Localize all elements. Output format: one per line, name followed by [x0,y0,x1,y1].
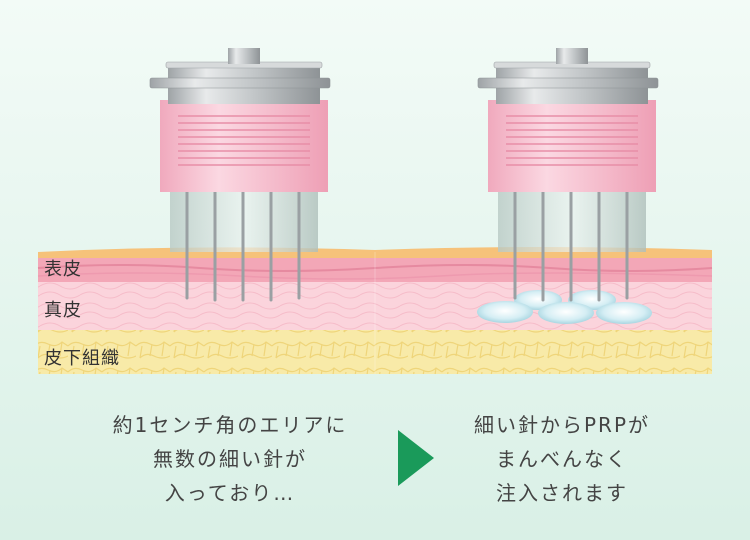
caption-left: 約1センチ角のエリアに 無数の細い針が 入っており… [80,408,380,510]
caption-left-line: 無数の細い針が [153,447,307,471]
caption-right-line: 細い針からPRPが [473,413,651,437]
play-arrow-icon [398,430,434,486]
subcutaneous-layer [38,330,712,374]
needle-cartridge-icon [477,48,659,302]
droplet [596,302,652,324]
label-subcutaneous: 皮下組織 [44,348,120,369]
caption-left-line: 約1センチ角のエリアに [112,413,348,437]
caption-left-line: 入っており… [164,481,296,505]
needle-cartridge-icon [149,48,331,302]
caption-right-line: まんべんなく [496,447,628,471]
caption-right: 細い針からPRPが まんべんなく 注入されます [432,408,692,510]
label-epidermis: 表皮 [44,259,82,280]
droplet [538,302,594,324]
prp-droplets [477,290,652,324]
caption-right-line: 注入されます [496,481,628,505]
droplet [477,301,533,323]
label-dermis: 真皮 [44,300,82,321]
